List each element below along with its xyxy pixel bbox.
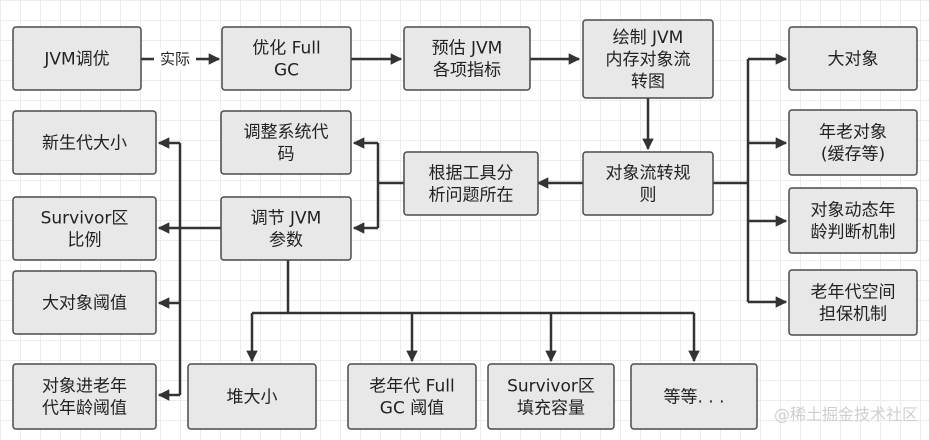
node-label: 填充容量 bbox=[517, 399, 585, 419]
edge-params-down-bus bbox=[252, 260, 694, 315]
node-label: 绘制 JVM bbox=[613, 28, 684, 48]
node-label: 堆大小 bbox=[227, 388, 278, 408]
node-label: 码 bbox=[278, 145, 295, 165]
node-label: GC 阈值 bbox=[380, 399, 444, 419]
node-box bbox=[582, 19, 714, 99]
node-box bbox=[582, 151, 714, 216]
node-box bbox=[12, 110, 157, 175]
edge-label-bg bbox=[154, 48, 196, 70]
node-box bbox=[788, 26, 918, 91]
node-label: (缓存等) bbox=[821, 145, 885, 165]
node-label: 担保机制 bbox=[819, 305, 887, 325]
node-jvm-tuning: JVM调优 bbox=[12, 26, 142, 91]
node-label: 对象流转规 bbox=[606, 164, 691, 184]
node-box bbox=[12, 363, 157, 430]
node-etc: 等等. . . bbox=[630, 363, 758, 430]
node-big-object: 大对象 bbox=[788, 26, 918, 91]
node-box bbox=[630, 363, 758, 430]
node-label: 析问题所在 bbox=[429, 186, 514, 206]
node-box bbox=[788, 109, 918, 176]
node-label: Survivor区 bbox=[41, 209, 129, 229]
node-box bbox=[221, 26, 352, 91]
node-heap-size: 堆大小 bbox=[187, 363, 317, 430]
node-box bbox=[12, 270, 157, 335]
node-label: 对象动态年 bbox=[811, 201, 896, 221]
node-box bbox=[187, 363, 317, 430]
node-box bbox=[403, 26, 531, 91]
node-label: JVM调优 bbox=[43, 50, 109, 70]
node-label: 年老对象 bbox=[819, 123, 887, 143]
node-label: 调节 JVM bbox=[251, 209, 322, 229]
node-big-object-threshold: 大对象阈值 bbox=[12, 270, 157, 335]
node-box bbox=[12, 196, 157, 261]
node-label: 则 bbox=[640, 186, 657, 206]
node-label: 老年代空间 bbox=[811, 283, 896, 303]
node-label: 等等. . . bbox=[663, 388, 724, 408]
edges: 实际 bbox=[141, 48, 788, 401]
node-label: 老年代 Full bbox=[369, 377, 454, 397]
node-label: 转图 bbox=[631, 72, 665, 92]
node-label: 优化 Full bbox=[252, 39, 320, 59]
node-label: GC bbox=[274, 61, 299, 81]
node-box bbox=[12, 26, 142, 91]
node-label: 对象进老年 bbox=[42, 377, 127, 397]
node-label: 根据工具分 bbox=[429, 164, 514, 184]
node-box bbox=[487, 363, 615, 430]
node-label: 参数 bbox=[269, 231, 303, 251]
node-label: 龄判断机制 bbox=[811, 223, 896, 243]
watermark-text: @稀土掘金技术社区 bbox=[774, 405, 918, 424]
node-young-gen-size: 新生代大小 bbox=[12, 110, 157, 175]
node-box bbox=[788, 269, 918, 336]
node-box bbox=[220, 110, 352, 175]
node-label: 内存对象流 bbox=[606, 50, 691, 70]
node-label: 调整系统代 bbox=[244, 123, 329, 143]
edge-rules-bus bbox=[713, 59, 750, 302]
node-label: 大对象 bbox=[828, 50, 879, 70]
edge-params-left-bus bbox=[178, 143, 221, 395]
edge-analyze-bus bbox=[376, 143, 404, 228]
node-old-age-object: 年老对象(缓存等) bbox=[788, 109, 918, 176]
node-label: Survivor区 bbox=[507, 377, 595, 397]
node-label: 代年龄阈值 bbox=[42, 399, 127, 419]
node-label: 比例 bbox=[68, 231, 102, 251]
node-box bbox=[788, 187, 918, 254]
edge-label-practice: 实际 bbox=[160, 50, 190, 68]
node-label: 预估 JVM bbox=[432, 39, 503, 59]
node-label: 新生代大小 bbox=[42, 134, 127, 154]
node-label: 大对象阈值 bbox=[42, 294, 127, 314]
node-label: 各项指标 bbox=[433, 61, 501, 81]
node-box bbox=[220, 196, 352, 261]
node-box bbox=[403, 151, 539, 216]
node-box bbox=[347, 363, 477, 430]
